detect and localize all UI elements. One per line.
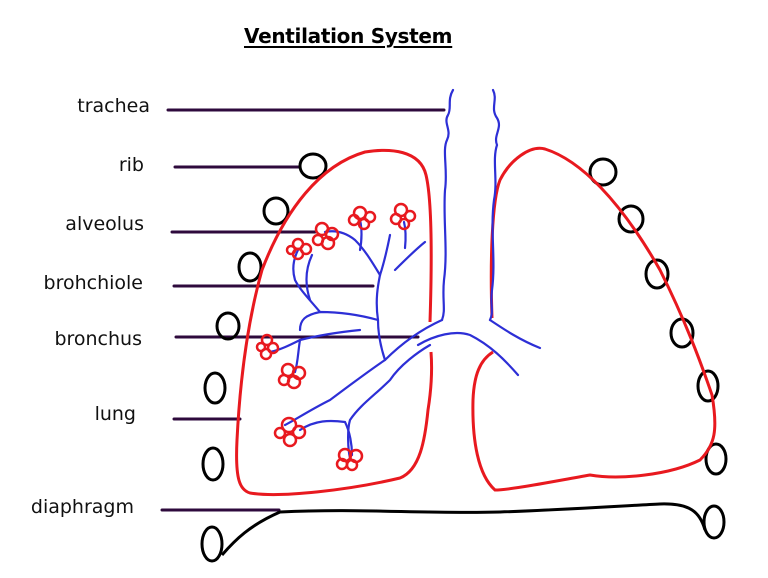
- bronchiole: [268, 328, 362, 354]
- bronchiole: [393, 240, 427, 272]
- airways: [268, 88, 542, 460]
- left-bronchus-upper: [283, 318, 444, 427]
- right-bronchus-lower: [416, 331, 520, 377]
- rib-icon: [203, 371, 227, 405]
- label-rib: rib: [118, 154, 144, 176]
- rib-icon: [644, 258, 670, 290]
- rib-icon: [201, 446, 225, 482]
- bronchiole: [402, 220, 407, 250]
- alveolus-icon: [285, 237, 313, 261]
- bronchiole: [305, 253, 314, 302]
- alveolus-icon: [255, 333, 280, 361]
- diaphragm: [220, 502, 707, 556]
- alveolus-icon: [277, 362, 307, 390]
- ribs: [200, 152, 728, 563]
- bronchiole: [298, 310, 380, 332]
- rib-icon: [262, 196, 290, 226]
- bronchiole: [375, 273, 387, 362]
- right-lung: [471, 146, 717, 492]
- left-lung: [235, 148, 434, 496]
- label-bronchiole: brohchiole: [43, 272, 143, 294]
- leader-lines: [160, 108, 446, 512]
- trachea-left-wall: [440, 88, 455, 322]
- alveolus-icon: [311, 221, 340, 251]
- alveoli: [255, 202, 417, 472]
- rib-icon: [200, 525, 224, 563]
- rib-icon: [215, 311, 241, 341]
- bronchiole: [323, 230, 382, 277]
- label-trachea: trachea: [77, 95, 150, 117]
- bronchiole: [298, 419, 354, 457]
- label-alveolus: alveolus: [65, 213, 144, 235]
- rib-icon: [298, 152, 328, 180]
- lungs: [235, 146, 717, 496]
- rib-icon: [704, 442, 728, 476]
- label-lung: lung: [94, 403, 136, 425]
- label-diaphragm: diaphragm: [30, 496, 134, 518]
- right-bronchus-upper: [488, 318, 542, 350]
- alveolus-icon: [273, 416, 307, 448]
- rib-icon: [696, 369, 720, 403]
- diagram-title: Ventilation System: [244, 24, 453, 48]
- rib-icon: [237, 251, 263, 283]
- rib-icon: [617, 204, 645, 234]
- alveolus-icon: [347, 205, 377, 231]
- alveolus-icon: [335, 447, 364, 472]
- label-bronchus: bronchus: [54, 328, 142, 350]
- rib-icon: [588, 157, 618, 187]
- alveolus-icon: [389, 202, 417, 231]
- left-bronchus-lower: [347, 343, 432, 460]
- trachea-right-wall: [488, 88, 501, 322]
- bronchiole: [378, 233, 392, 277]
- rib-icon: [702, 504, 726, 540]
